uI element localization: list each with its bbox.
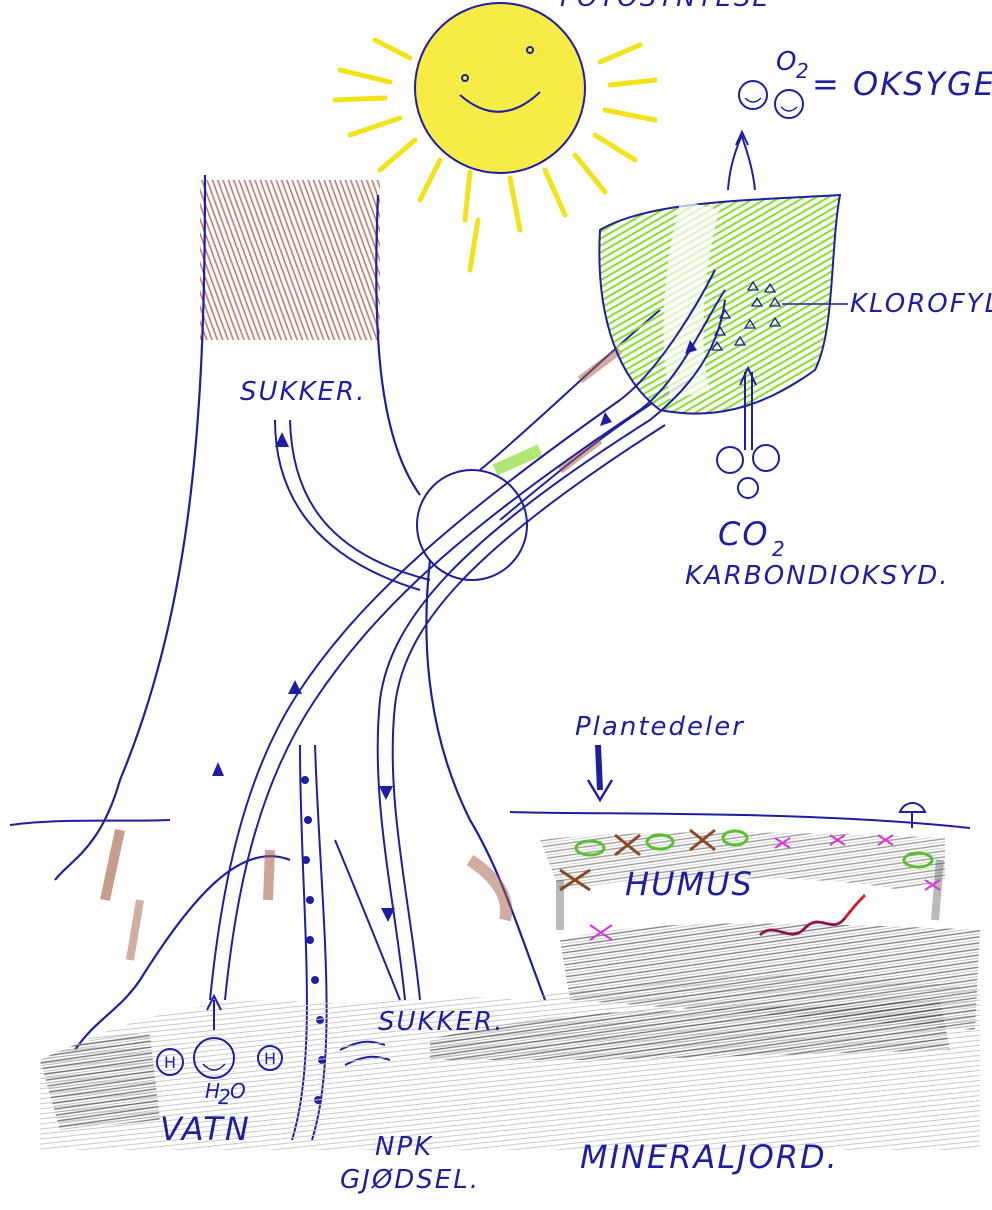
tree-roots	[335, 560, 545, 1000]
plant-parts-label: Plantedeler	[575, 712, 745, 742]
mineral-soil-label: MINERALJORD.	[580, 1138, 839, 1176]
water-o: O	[230, 1079, 248, 1103]
soil	[40, 832, 980, 1150]
sugar-top-label: SUKKER.	[240, 377, 366, 407]
co2-name: KARBONDIOKSYD.	[685, 561, 950, 591]
arrow-up-icon	[288, 680, 302, 694]
atom-h-left: H	[164, 1053, 176, 1072]
plant-parts-arrow	[588, 745, 612, 800]
sun-disc	[415, 3, 585, 173]
arrow-up-icon	[212, 762, 224, 776]
ground-line	[10, 812, 970, 828]
arrow-up-icon	[275, 432, 289, 447]
oxygen-molecule	[728, 81, 803, 190]
sugar-root-label: SUKKER.	[378, 1007, 504, 1037]
water-label: VATN	[160, 1110, 251, 1148]
atom-h-right: H	[264, 1049, 276, 1068]
oxygen-sub: 2	[796, 59, 811, 83]
tree-trunk	[55, 175, 420, 1050]
title-cut: FOTOSYNTESE	[560, 0, 771, 13]
humus-label: HUMUS	[625, 865, 754, 903]
chlorophyll-label: KLOROFYLL	[850, 289, 992, 319]
sugar-flow-left	[275, 420, 420, 590]
fertilizer-label: GJØDSEL.	[340, 1165, 480, 1195]
arrow-down-icon	[379, 786, 393, 800]
arrow-down-icon	[381, 908, 395, 922]
soil-dark-left	[40, 1034, 160, 1130]
junction-circle	[417, 470, 527, 580]
co2-formula: CO	[718, 515, 770, 553]
npk-label: NPK	[375, 1132, 433, 1162]
co2-sub: 2	[772, 537, 787, 561]
oxygen-label: = OKSYGEN.	[812, 65, 992, 103]
